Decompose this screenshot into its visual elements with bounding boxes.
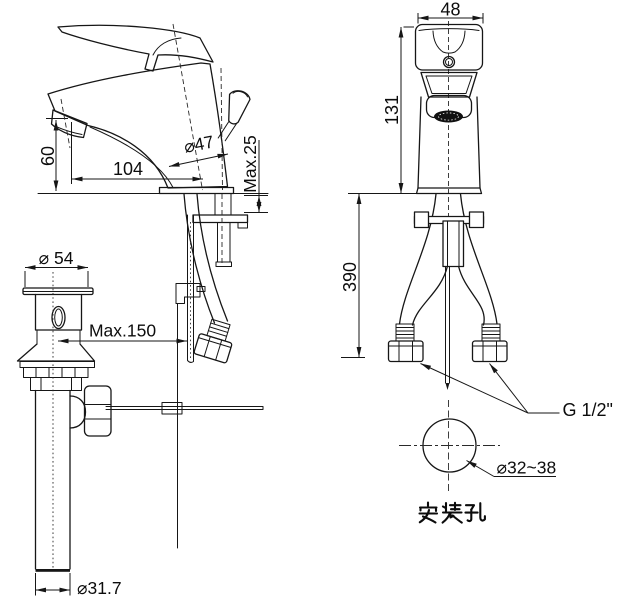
lever-handle-front-edge [152,37,182,56]
drain-cone [16,343,96,362]
drain-nut [30,377,82,391]
overflow-slot-inner [54,308,63,327]
flange-dia-ext-lines [24,271,89,287]
hose-braid-right [481,323,501,342]
body-diameter-label: ⌀47 [182,131,215,156]
tee-nut-lines [84,404,112,420]
hose-nut-left [387,340,424,363]
tailpipe-bottom-edge [35,569,70,572]
tailpipe [34,389,71,570]
tailpipe-dia-ext-lines [35,573,71,596]
hose-connector-side [193,318,233,364]
popup-drain-assembly: ⌀ 54 Max.150 ⌀31.7 [16,248,187,596]
side-view-under-deck [105,193,264,549]
bracket-strip [187,214,194,363]
lift-rod-tip [445,383,450,390]
drain-mid-section [36,329,81,345]
flex-hose-side [183,193,229,324]
shank-axis-centerline [220,67,223,191]
crown-ring [23,367,89,378]
front-view-faucet [387,21,508,390]
rod-clamp [175,283,201,304]
body-front-sides [417,96,481,189]
mounting-hole-detail: ⌀32~38 [399,400,557,524]
threaded-shank-side [214,193,232,216]
body-dia-dim-line [168,153,229,167]
mounting-hole-caption [418,501,486,524]
spout-axis-dash [60,98,71,149]
hose-length-label: 390 [340,262,360,292]
caption-char-kong [464,502,486,523]
front-view-dimensions: 48 131 390 [340,0,484,358]
flange-diameter-label: ⌀ 54 [39,248,74,268]
shank-block-inner-lines [447,220,460,267]
faucet-body-side [47,62,229,189]
mounting-bracket-tab-left [413,211,430,229]
lever-handle-side [57,24,214,72]
mounting-bracket-tab-right [468,211,485,229]
popup-knob-side [217,90,251,142]
thread-size-label: G 1/2" [563,400,613,420]
width-label: 48 [440,0,460,20]
stud-cap [215,261,232,267]
aerator-screen [438,112,459,121]
collar-front [420,71,478,98]
aerator [434,110,463,123]
washer-notch [237,222,248,229]
tee-nut [83,385,112,437]
cone-band [19,361,95,368]
hole-dia-leader [466,460,495,477]
hole-diameter-label: ⌀32~38 [497,458,557,478]
mounting-stud [217,222,231,263]
tee-ball-joint [69,395,87,429]
spout-outlet [50,109,88,139]
handle-screw-button-inner [445,58,453,66]
hose-braid-left [395,323,415,342]
side-view-dimensions: 60 104 ⌀47 Max.25 [38,98,268,213]
caption-char-zhuang [441,501,463,524]
collar-inner-line [425,75,473,94]
handle-front [414,23,484,71]
handle-wing-lines [432,30,466,54]
caption-char-an [418,501,439,524]
deck-thickness-ext-lines [244,195,268,213]
lift-rod-front [445,266,450,384]
thread-size-callout: G 1/2" [420,363,613,420]
pivot-rod-block [161,402,183,415]
height-label: 131 [382,95,402,125]
base-front [415,187,483,195]
tailpipe-diameter-label: ⌀31.7 [77,578,122,596]
shank-block [442,220,465,268]
horizontal-pivot-rod [105,406,264,410]
thread-leader-right [489,363,529,414]
thread-leader-left [420,363,529,414]
side-view-faucet [37,23,269,195]
handle-top-inner-line [418,28,480,31]
deck-thickness-label: Max.25 [240,135,260,192]
clamp-pin [196,286,206,292]
spout-reach-label: 104 [113,159,143,179]
overflow-slot [51,305,66,330]
drain-upper-body [34,293,83,331]
crown-ring-facets [35,367,76,378]
spout-height-label: 60 [38,146,58,166]
mounting-washer [192,214,249,224]
handle-screw-button [442,55,456,69]
hose-nut-right [471,340,508,363]
rod-offset-label: Max.150 [89,321,156,341]
supply-hose-right [457,193,498,326]
drain-nut-facets [40,377,72,391]
